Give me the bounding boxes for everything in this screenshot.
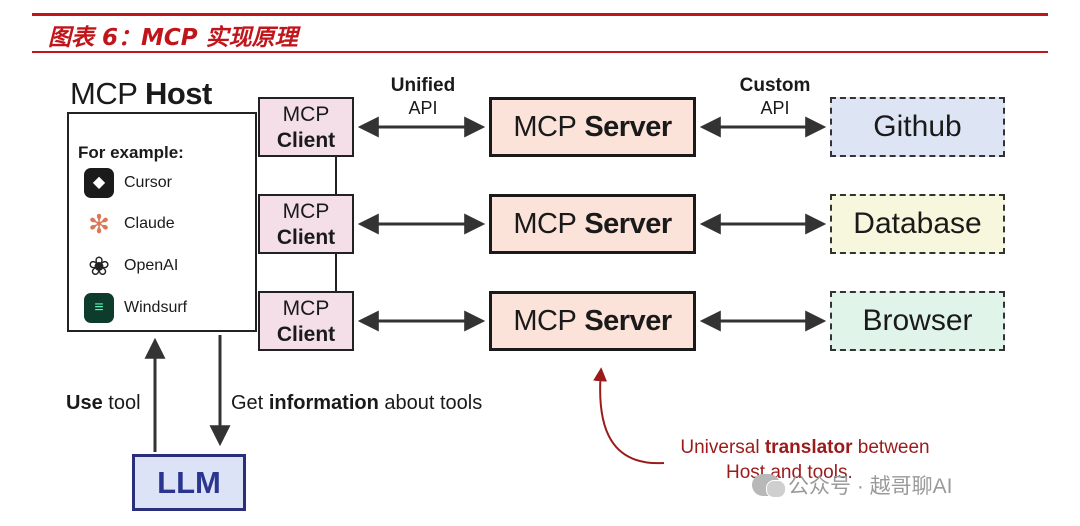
tool-browser: Browser: [830, 291, 1005, 351]
llm-box: LLM: [132, 454, 246, 511]
custom-label-sub: API: [760, 98, 790, 118]
client-label-regular: MCP: [282, 103, 330, 126]
host-title-bold: Host: [144, 76, 212, 111]
examples-heading: For example:: [78, 143, 184, 162]
server-label-regular: MCP: [513, 110, 577, 143]
figure-title: 图表 6：MCP 实现原理: [48, 25, 298, 51]
tool-github: Github: [830, 97, 1005, 157]
use-tool-label: Use tool: [66, 392, 141, 415]
mcp-server-2: MCP Server: [489, 194, 696, 254]
get-info-post: about tools: [384, 392, 483, 414]
title-bottom-rule: [32, 51, 1048, 53]
host-title-regular: MCP: [70, 76, 137, 111]
unified-api-label: Unified API: [380, 74, 466, 120]
windsurf-icon: ≡: [84, 293, 114, 323]
app-item-windsurf: ≡ Windsurf: [84, 293, 187, 323]
server-label-bold: Server: [584, 304, 672, 337]
cursor-icon: ◆: [84, 168, 114, 198]
mcp-server-3: MCP Server: [489, 291, 696, 351]
mcp-client-3: MCP Client: [258, 291, 354, 351]
host-title: MCP Host: [70, 76, 212, 112]
app-item-openai: ❀ OpenAI: [84, 251, 178, 281]
client-label-bold: Client: [276, 323, 336, 346]
custom-api-label: Custom API: [728, 74, 822, 120]
annotation-bold: translator: [764, 437, 853, 458]
watermark: 公众号 · 越哥聊AI: [752, 470, 953, 500]
tool-database: Database: [830, 194, 1005, 254]
openai-icon: ❀: [88, 251, 110, 281]
server-label-regular: MCP: [513, 207, 577, 240]
get-info-pre: Get: [231, 392, 264, 414]
get-info-bold: information: [268, 392, 379, 414]
custom-label-bold: Custom: [739, 75, 811, 96]
unified-label-sub: API: [408, 98, 438, 118]
mcp-client-2: MCP Client: [258, 194, 354, 254]
get-info-label: Get information about tools: [231, 392, 482, 415]
title-top-rule: [32, 13, 1048, 16]
client-label-bold: Client: [276, 226, 336, 249]
app-label: Windsurf: [124, 299, 188, 316]
app-item-claude: ✻ Claude: [84, 209, 175, 239]
server-label-bold: Server: [584, 110, 672, 143]
app-label: Claude: [124, 215, 175, 232]
app-item-cursor: ◆ Cursor: [84, 168, 172, 198]
server-label-regular: MCP: [513, 304, 577, 337]
annotation-pre: Universal: [680, 437, 760, 458]
claude-icon: ✻: [88, 209, 110, 239]
mcp-server-1: MCP Server: [489, 97, 696, 157]
app-label: OpenAI: [124, 257, 179, 274]
client-label-regular: MCP: [282, 200, 330, 223]
client-label-bold: Client: [276, 129, 336, 152]
use-tool-rest: tool: [108, 392, 141, 414]
unified-label-bold: Unified: [390, 75, 456, 96]
server-label-bold: Server: [584, 207, 672, 240]
use-tool-bold: Use: [66, 392, 103, 414]
wechat-icon: [752, 474, 786, 498]
client-label-regular: MCP: [282, 297, 330, 320]
annotation-post: between: [857, 437, 930, 458]
translator-arrow: [593, 367, 665, 465]
mcp-client-1: MCP Client: [258, 97, 354, 157]
app-label: Cursor: [124, 174, 173, 191]
translator-annotation: Universal translator between Host and to…: [660, 435, 950, 485]
watermark-text: 公众号 · 越哥聊AI: [788, 475, 953, 498]
